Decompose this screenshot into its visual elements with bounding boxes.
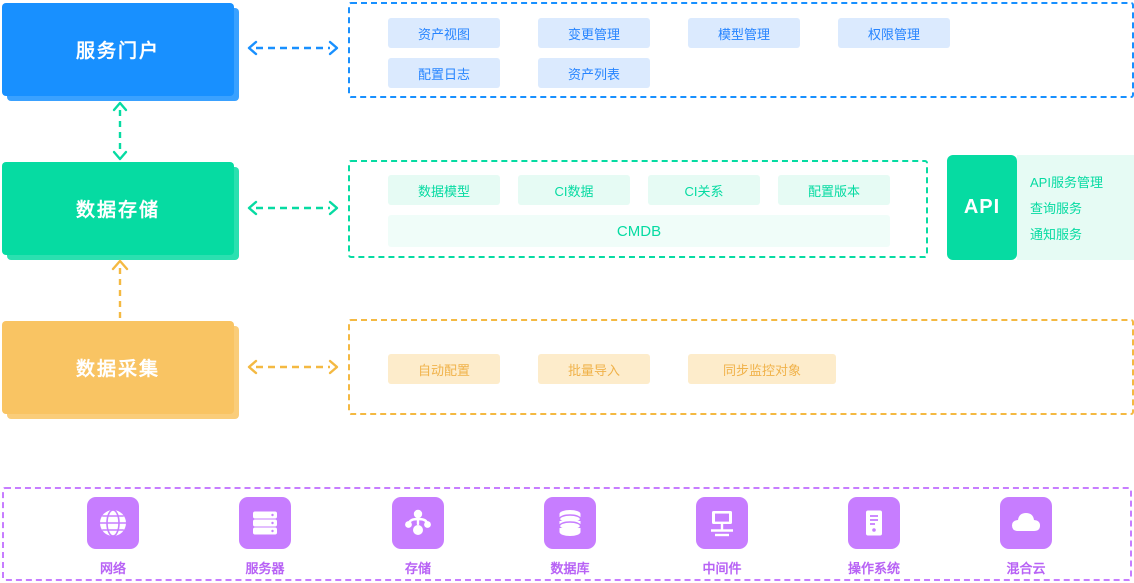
pill-portal-5[interactable]: 资产列表 (538, 58, 650, 88)
pill-portal-0[interactable]: 资产视图 (388, 18, 500, 48)
arrow-portal-store (112, 101, 128, 161)
storage-node-icon (392, 497, 444, 549)
pill-collect-1[interactable]: 批量导入 (538, 354, 650, 384)
panel-store: 数据模型 CI数据 CI关系 配置版本 CMDB (348, 160, 928, 258)
pill-portal-3[interactable]: 权限管理 (838, 18, 950, 48)
layer-title-collect: 数据采集 (75, 359, 160, 380)
server-rack-icon (239, 497, 291, 549)
resource-label: 混合云 (1006, 561, 1046, 576)
resource-item-os[interactable]: 操作系统 (834, 497, 914, 577)
pill-portal-2[interactable]: 模型管理 (688, 18, 800, 48)
resource-item-storage[interactable]: 存储 (378, 497, 458, 577)
resource-label: 存储 (404, 561, 431, 576)
pill-portal-4[interactable]: 配置日志 (388, 58, 500, 88)
pill-collect-0[interactable]: 自动配置 (388, 354, 500, 384)
layer-title-portal: 服务门户 (75, 41, 160, 62)
layer-box-collect[interactable]: 数据采集 (2, 321, 239, 419)
pill-collect-2[interactable]: 同步监控对象 (688, 354, 836, 384)
layer-box-face: 服务门户 (2, 3, 234, 96)
layer-box-face: 数据存储 (2, 162, 234, 255)
database-icon (544, 497, 596, 549)
resource-item-database[interactable]: 数据库 (530, 497, 610, 577)
middleware-icon (696, 497, 748, 549)
resource-label: 操作系统 (847, 561, 900, 576)
pill-store-cmdb[interactable]: CMDB (388, 215, 890, 247)
api-service-2[interactable]: 通知服务 (1030, 227, 1083, 242)
api-label: API (963, 196, 1001, 218)
layer-box-face: 数据采集 (2, 321, 234, 414)
cloud-icon (1000, 497, 1052, 549)
resource-item-server[interactable]: 服务器 (225, 497, 305, 577)
panel-portal: 资产视图 变更管理 模型管理 权限管理 配置日志 资产列表 (348, 2, 1134, 98)
layer-box-store[interactable]: 数据存储 (2, 162, 239, 260)
resource-label: 数据库 (550, 561, 590, 576)
pill-store-1[interactable]: CI数据 (518, 175, 630, 205)
globe-icon (87, 497, 139, 549)
resource-label: 网络 (99, 561, 126, 576)
resource-item-middleware[interactable]: 中间件 (682, 497, 762, 577)
layer-box-portal[interactable]: 服务门户 (2, 3, 239, 101)
arrow-collect-to-panel (247, 359, 339, 375)
arrow-store-to-panel (247, 200, 339, 216)
arrow-collect-store (111, 259, 129, 320)
pill-store-2[interactable]: CI关系 (648, 175, 760, 205)
arrow-portal-to-panel (247, 40, 339, 56)
resource-item-network[interactable]: 网络 (73, 497, 153, 577)
resource-label: 服务器 (245, 561, 285, 576)
pill-store-3[interactable]: 配置版本 (778, 175, 890, 205)
api-service-list: API服务管理 查询服务 通知服务 (1017, 155, 1134, 260)
layer-title-store: 数据存储 (75, 200, 160, 221)
panel-collect: 自动配置 批量导入 同步监控对象 (348, 319, 1134, 415)
api-label-block: API (947, 155, 1017, 260)
api-service-1[interactable]: 查询服务 (1030, 201, 1083, 216)
api-service-0[interactable]: API服务管理 (1030, 175, 1103, 190)
pill-store-0[interactable]: 数据模型 (388, 175, 500, 205)
resource-item-hybrid-cloud[interactable]: 混合云 (986, 497, 1066, 577)
panel-resource (2, 487, 1132, 581)
api-block[interactable]: API API服务管理 查询服务 通知服务 (947, 155, 1134, 260)
resource-label: 中间件 (702, 561, 742, 576)
pill-portal-1[interactable]: 变更管理 (538, 18, 650, 48)
os-tower-icon (848, 497, 900, 549)
